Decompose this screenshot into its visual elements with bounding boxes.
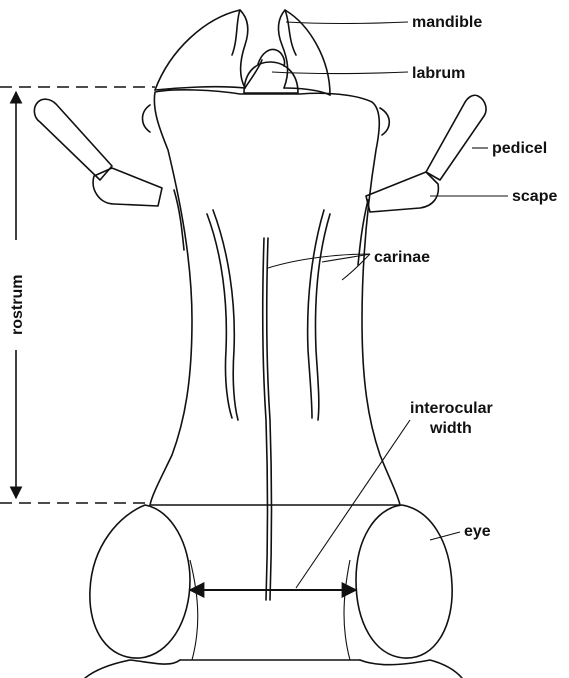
prothorax-edge [85,560,462,678]
label-labrum: labrum [412,65,465,82]
carinae-ridges [174,190,368,600]
label-mandible: mandible [412,14,482,31]
label-rostrum: rostrum [9,275,26,335]
label-carinae: carinae [374,249,430,266]
right-antenna [366,95,486,212]
label-width: width [429,420,472,437]
leader-lines [268,22,508,588]
left-eye [90,505,190,658]
label-interocular: interocular [410,400,493,417]
label-eye: eye [464,523,491,540]
right-eye [356,505,452,658]
label-pedicel: pedicel [492,140,547,157]
label-scape: scape [512,188,557,205]
labrum-shape [244,50,298,93]
